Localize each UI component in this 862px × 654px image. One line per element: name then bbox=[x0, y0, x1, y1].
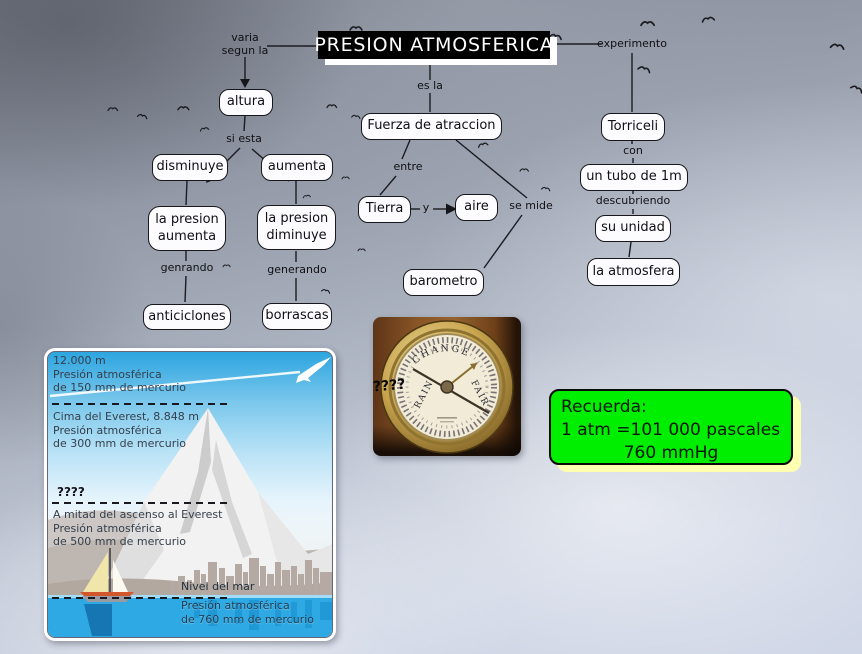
altitude-pressure-figure: 12.000 m Presión atmosférica de 150 mm d… bbox=[44, 348, 336, 641]
altitude-figure-scene: 12.000 m Presión atmosférica de 150 mm d… bbox=[47, 351, 333, 638]
birds bbox=[107, 16, 862, 294]
edge-label-con: con bbox=[623, 144, 643, 157]
map-title: PRESION ATMOSFERICA bbox=[314, 31, 553, 59]
figure-level-12000m: 12.000 m Presión atmosférica de 150 mm d… bbox=[53, 354, 187, 394]
node-aumenta[interactable]: aumenta bbox=[261, 154, 333, 181]
node-disminuye[interactable]: disminuye bbox=[152, 154, 228, 181]
node-la-atmosfera[interactable]: la atmosfera bbox=[587, 258, 680, 286]
figure-level-everest: Cima del Everest, 8.848 m Presión atmosf… bbox=[53, 410, 200, 450]
plane-icon bbox=[296, 357, 331, 383]
edge-label-descubriendo: descubriendo bbox=[595, 194, 671, 207]
node-fuerza-de-atraccion[interactable]: Fuerza de atraccion bbox=[361, 113, 502, 140]
edge-label-genrando: genrando bbox=[160, 261, 214, 274]
figure-level-mid-ascent: A mitad del ascenso al Everest Presión a… bbox=[53, 508, 223, 548]
node-la-presion-diminuye[interactable]: la presion diminuye bbox=[257, 205, 336, 250]
note-line-2: 1 atm =101 000 pascales bbox=[561, 419, 781, 440]
edge-label-y: y bbox=[422, 201, 430, 214]
node-borrascas[interactable]: borrascas bbox=[262, 303, 332, 330]
reminder-note: Recuerda: 1 atm =101 000 pascales 760 mm… bbox=[549, 389, 793, 465]
node-torriceli[interactable]: Torriceli bbox=[601, 113, 665, 141]
barometer-photo: CHANGE RAIN FAIR ???? bbox=[372, 317, 521, 456]
figure-question-marks: ???? bbox=[57, 485, 85, 499]
barometer-dial: CHANGE RAIN FAIR bbox=[380, 320, 514, 454]
figure-sea-level-label: Nivel del mar bbox=[181, 580, 255, 593]
edge-label-es-la: es la bbox=[417, 79, 443, 92]
node-tierra[interactable]: Tierra bbox=[358, 196, 411, 223]
node-altura[interactable]: altura bbox=[219, 89, 273, 116]
altitude-figure-art bbox=[48, 357, 332, 637]
barometer-question-marks: ???? bbox=[372, 376, 407, 396]
edge-label-si-esta: si esta bbox=[226, 132, 262, 145]
node-la-presion-aumenta[interactable]: la presion aumenta bbox=[148, 206, 226, 251]
figure-level-sea: Presión atmosférica de 760 mm de mercuri… bbox=[181, 599, 315, 626]
note-line-1: Recuerda: bbox=[561, 397, 647, 417]
edge-label-se-mide: se mide bbox=[509, 199, 553, 212]
node-anticiclones[interactable]: anticiclones bbox=[143, 304, 231, 330]
node-su-unidad[interactable]: su unidad bbox=[595, 215, 671, 242]
edge-label-entre: entre bbox=[393, 160, 423, 173]
node-aire[interactable]: aire bbox=[455, 194, 498, 221]
edge-label-generando: generando bbox=[267, 263, 327, 276]
node-barometro[interactable]: barometro bbox=[403, 269, 484, 296]
edge-label-varia-segun-la: varia segun la bbox=[221, 31, 269, 57]
note-line-3: 760 mmHg bbox=[623, 442, 719, 463]
edge-label-experimento: experimento bbox=[597, 37, 667, 50]
node-un-tubo-de-1m[interactable]: un tubo de 1m bbox=[580, 164, 688, 191]
